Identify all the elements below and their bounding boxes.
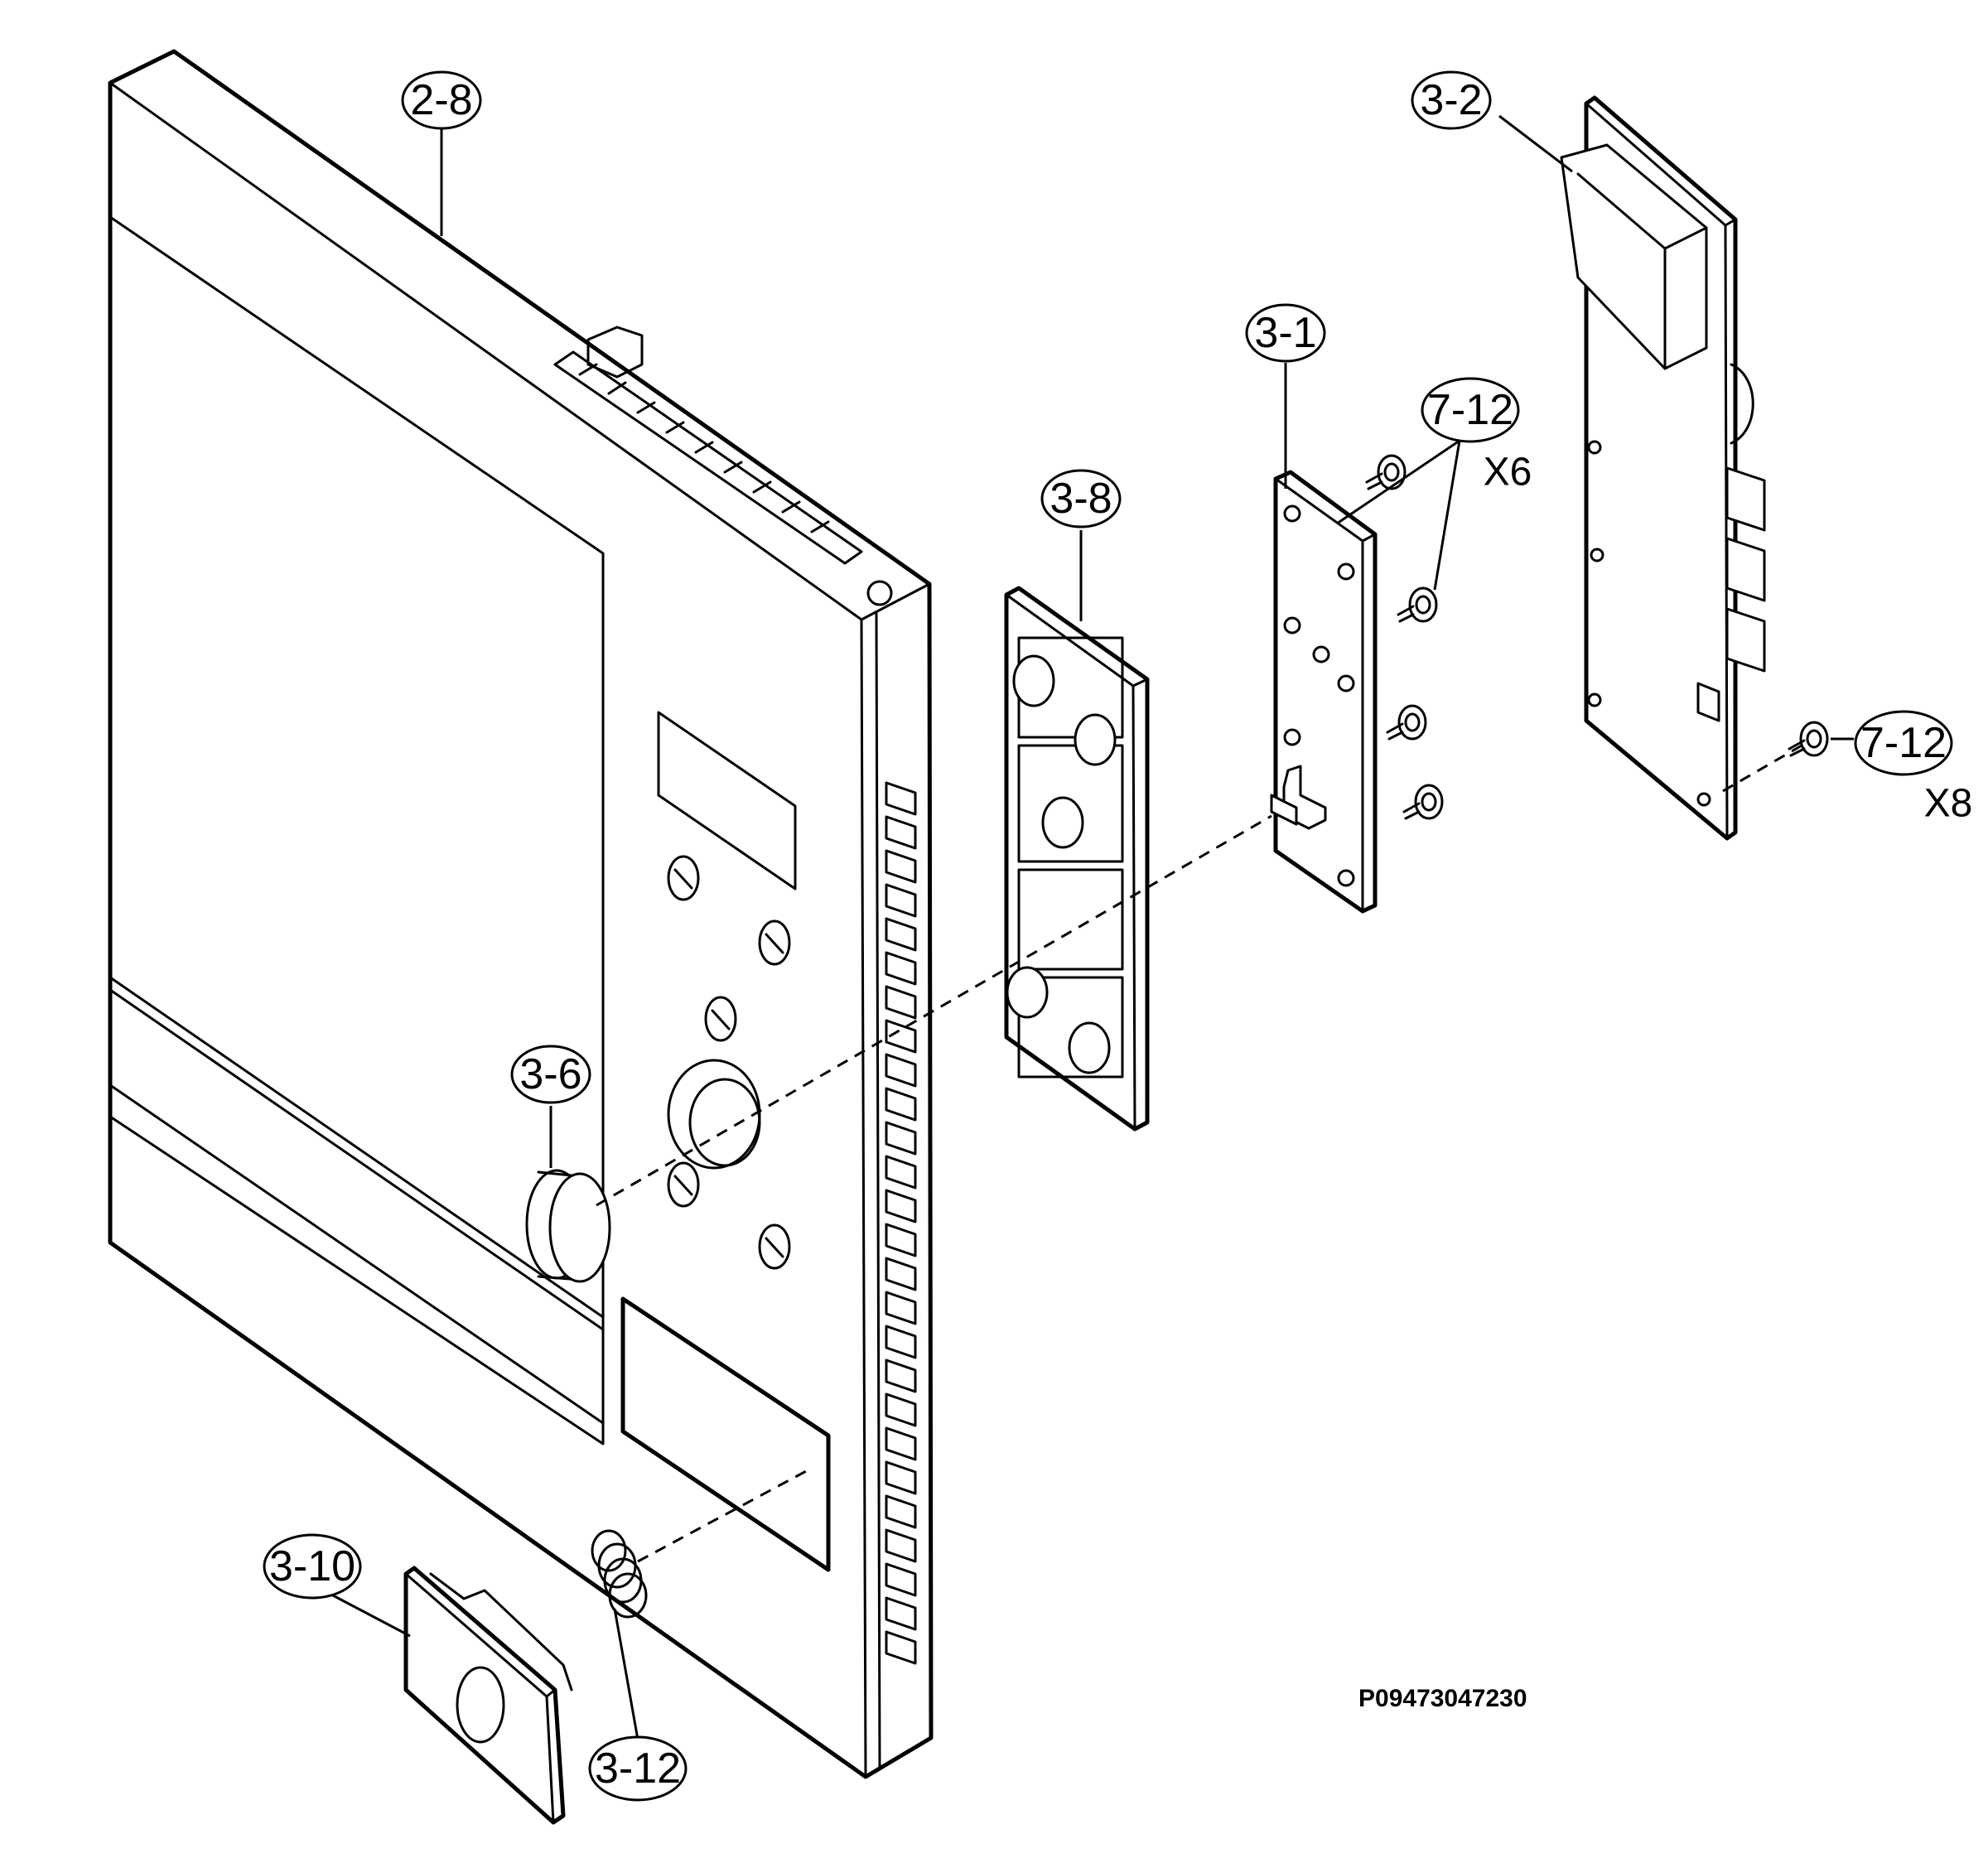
callout-3-2: 3-2 — [1411, 70, 1492, 130]
quantity-x6: X6 — [1484, 451, 1532, 495]
pcb-3-1 — [1270, 470, 1378, 914]
vent-slot — [885, 985, 917, 1020]
callout-label: 3-12 — [595, 1745, 681, 1793]
vent-slot — [885, 849, 917, 884]
vent-slot — [885, 1189, 917, 1223]
assembly-lines — [596, 744, 1802, 1563]
knob-3-6 — [525, 1169, 611, 1283]
callout-label: 3-2 — [1420, 76, 1482, 124]
callout-3-8: 3-8 — [1040, 469, 1122, 528]
vent-slot — [885, 1291, 917, 1325]
spring-3-12 — [591, 1529, 648, 1619]
quantity-x8: X8 — [1924, 782, 1973, 826]
vent-slot — [885, 1121, 917, 1156]
vent-slot — [885, 1426, 917, 1461]
vent-slot — [885, 1494, 917, 1529]
callout-3-6: 3-6 — [510, 1045, 591, 1104]
drawing-code: P09473047230 — [1358, 1685, 1527, 1712]
vent-slot — [885, 1596, 917, 1631]
vent-slot — [885, 1325, 917, 1359]
callout-label: 7-12 — [1427, 386, 1513, 434]
vent-slot — [885, 1528, 917, 1563]
power-board-3-2 — [1560, 95, 1766, 841]
keypad-bracket-3-8 — [1004, 586, 1150, 1132]
vent-slot — [885, 1223, 917, 1257]
callout-label: 3-1 — [1254, 309, 1316, 357]
callout-label: 3-8 — [1049, 475, 1112, 523]
control-panel-frame — [108, 49, 934, 1779]
vent-slot — [885, 951, 917, 986]
screws-7-12 — [1365, 454, 1829, 820]
callout-7-12-top: 7-12 — [1421, 377, 1520, 443]
vent-slot — [885, 1562, 917, 1597]
vent-slot — [885, 1087, 917, 1122]
display-window — [657, 711, 797, 890]
vent-slot — [885, 1053, 917, 1088]
vent-slot — [885, 883, 917, 918]
vent-slot — [885, 781, 917, 816]
callout-label: 7-12 — [1860, 719, 1947, 767]
knob-collar — [667, 1059, 761, 1170]
button-holes — [667, 855, 791, 1270]
vent-slot — [885, 917, 917, 952]
callout-label: 3-6 — [519, 1050, 581, 1098]
vent-slot — [885, 1460, 917, 1495]
callout-3-10: 3-10 — [263, 1533, 362, 1600]
vent-slot — [885, 815, 917, 850]
top-vent-slots — [553, 350, 863, 565]
callout-label: 3-10 — [269, 1542, 355, 1590]
callout-7-12-right: 7-12 — [1854, 710, 1953, 776]
vent-slot — [885, 1019, 917, 1054]
side-vent-slots — [885, 781, 917, 1665]
leader-lines — [331, 114, 1854, 1740]
lower-window — [620, 1296, 831, 1572]
vent-slot — [885, 1257, 917, 1291]
vent-slot — [885, 1359, 917, 1393]
callout-3-1: 3-1 — [1245, 303, 1326, 363]
cover-3-10 — [403, 1566, 573, 1825]
vent-slot — [885, 1630, 917, 1665]
vent-slot — [885, 1155, 917, 1190]
vent-slot — [885, 1392, 917, 1427]
callout-2-8: 2-8 — [401, 70, 482, 130]
callout-label: 2-8 — [410, 76, 472, 124]
callout-3-12: 3-12 — [588, 1735, 688, 1802]
